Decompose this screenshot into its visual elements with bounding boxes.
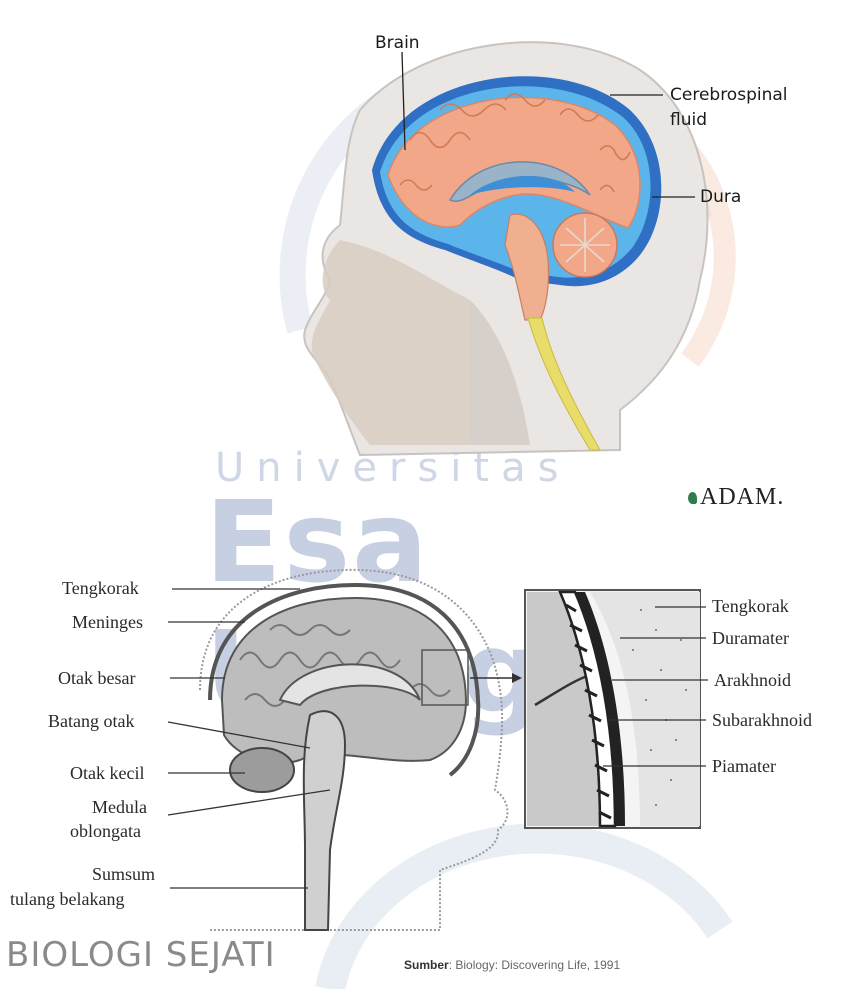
label-piamater: Piamater: [712, 756, 776, 776]
label-fluid: fluid: [670, 110, 707, 130]
label-tengkorak-right: Tengkorak: [712, 596, 789, 616]
label-dura: Dura: [700, 187, 741, 207]
adam-logo-icon: [688, 492, 697, 504]
sketch-brainstem: [304, 711, 345, 930]
label-otak-besar: Otak besar: [58, 668, 135, 688]
label-medula: Medula: [92, 797, 147, 817]
footer-biologi-sejati: BIOLOGI SEJATI: [6, 935, 276, 975]
label-otak-kecil: Otak kecil: [70, 763, 144, 783]
inset-arrow-head: [512, 673, 522, 683]
label-tengkorak-left: Tengkorak: [62, 578, 139, 598]
label-arakhnoid: Arakhnoid: [714, 670, 791, 690]
adam-credit: ADAM.: [700, 484, 784, 511]
bottom-head-sketch: [200, 570, 522, 930]
sketch-cerebellum: [230, 748, 294, 792]
label-oblongata: oblongata: [70, 821, 141, 841]
footer-source: Sumber: Biology: Discovering Life, 1991: [404, 958, 620, 972]
top-head-illustration: [304, 42, 707, 455]
label-tulang-belakang: tulang belakang: [10, 889, 124, 909]
footer-source-text: : Biology: Discovering Life, 1991: [449, 958, 620, 972]
label-batang-otak: Batang otak: [48, 711, 134, 731]
label-duramater: Duramater: [712, 628, 789, 648]
label-sumsum: Sumsum: [92, 864, 155, 884]
label-subarakhnoid: Subarakhnoid: [712, 710, 812, 730]
label-meninges: Meninges: [72, 612, 143, 632]
meninges-inset: [525, 590, 700, 828]
label-brain: Brain: [375, 33, 420, 53]
footer-source-label: Sumber: [404, 958, 449, 972]
label-cerebrospinal: Cerebrospinal: [670, 85, 788, 105]
